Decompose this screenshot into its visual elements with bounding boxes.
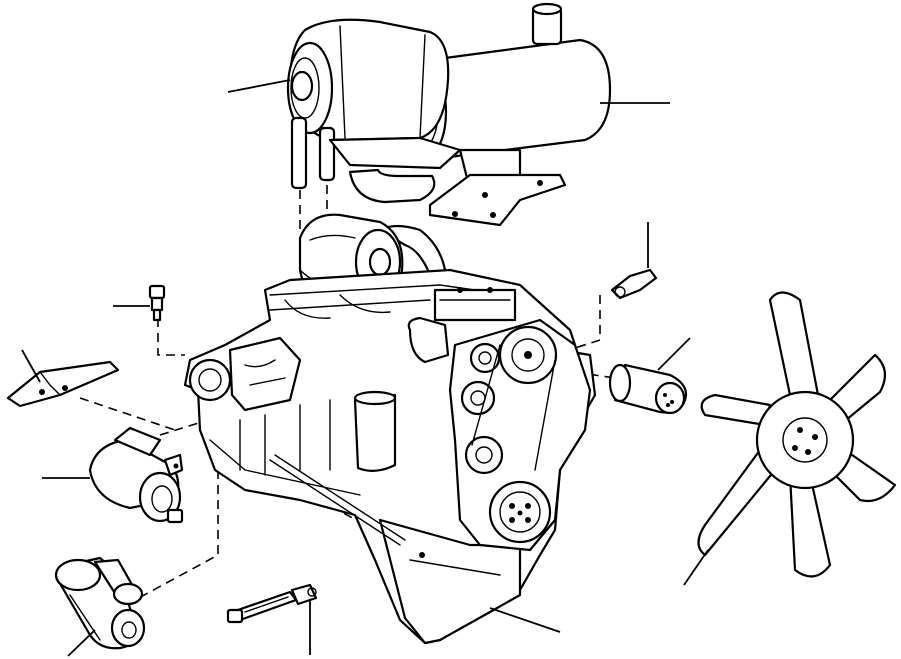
air-cleaner (286, 18, 462, 190)
alternator (88, 426, 184, 524)
engine-mounting-bracket (6, 360, 120, 408)
fan (697, 291, 897, 578)
glow-plug (226, 583, 318, 624)
oil-pressure-switch (148, 284, 166, 322)
starting-motor (54, 556, 146, 650)
engine-block (183, 268, 597, 645)
water-temperature-sensor (610, 268, 658, 300)
leader-lines (21, 79, 709, 657)
oil-filter (608, 363, 688, 415)
